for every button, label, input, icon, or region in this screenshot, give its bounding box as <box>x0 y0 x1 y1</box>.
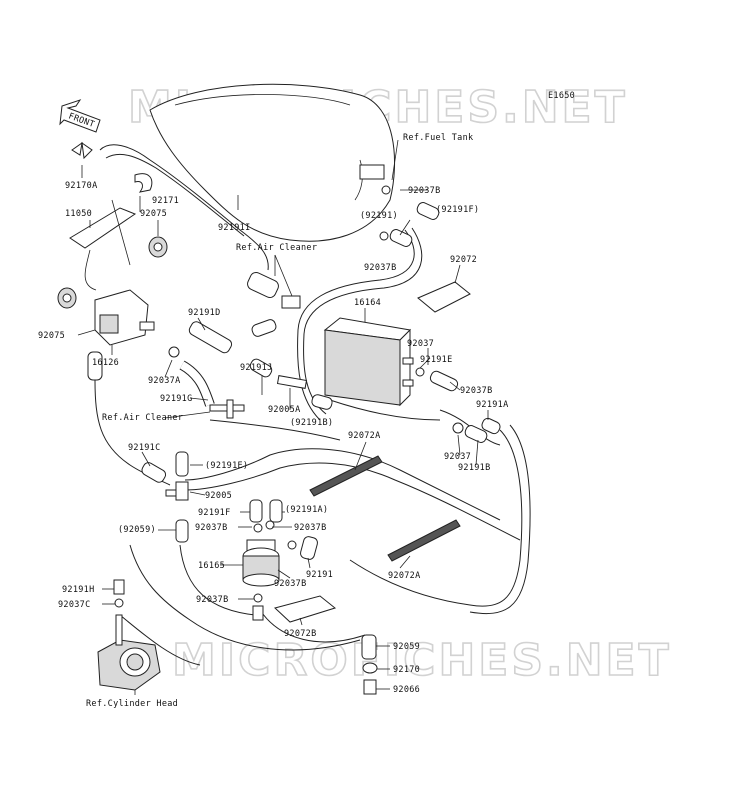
part-92170A: 92170A <box>65 181 98 191</box>
air-cleaner-fittings <box>247 271 301 309</box>
part-92191A-paren: (92191A) <box>285 505 328 515</box>
hose-92191B-paren <box>311 394 333 410</box>
front-arrow-icon: FRONT <box>59 99 101 133</box>
part-16165: 16165 <box>198 561 225 571</box>
canister-16164 <box>323 317 414 407</box>
clamp-92037A <box>168 346 180 358</box>
part-92059-paren: (92059) <box>118 525 156 535</box>
part-92191-paren: (92191) <box>360 211 398 221</box>
clamp-92171 <box>134 173 153 193</box>
part-92037B-top: 92037B <box>408 186 441 196</box>
part-92037B-5: 92037B <box>294 523 327 533</box>
part-92072A-top: 92072A <box>348 431 381 441</box>
hose-92191 <box>287 536 318 560</box>
hose-92191C <box>141 462 167 483</box>
parts-bottom-right <box>361 634 378 695</box>
part-92191D: 92191D <box>188 308 221 318</box>
part-92191: 92191 <box>306 570 333 580</box>
part-92191B-paren: (92191B) <box>290 418 333 428</box>
part-92170: 92170 <box>393 665 420 675</box>
strap-92072A-bottom <box>387 519 461 562</box>
part-92191A: 92191A <box>476 400 509 410</box>
ref-cylinder-head: Ref.Cylinder Head <box>86 699 178 709</box>
part-labels: Ref.Fuel Tank 92170A 92171 92037B (92191… <box>38 133 509 709</box>
part-92191H: 92191H <box>62 585 95 595</box>
part-92191G: 92191G <box>160 394 193 404</box>
ref-air-cleaner-top: Ref.Air Cleaner <box>236 243 317 253</box>
tee-fitting-air-cleaner <box>209 399 245 419</box>
grommet-92075-top <box>148 236 168 258</box>
part-92059: 92059 <box>393 642 420 652</box>
hose-92191J <box>249 319 277 378</box>
hose-92191E <box>175 451 189 477</box>
fitting-92005 <box>165 481 189 501</box>
part-92037C: 92037C <box>58 600 91 610</box>
part-92075-left: 92075 <box>38 331 65 341</box>
fuel-tank-shape <box>149 83 395 242</box>
part-92037B-2: 92037B <box>364 263 397 273</box>
part-92005: 92005 <box>205 491 232 501</box>
part-92191F-paren: (92191F) <box>436 205 479 215</box>
part-92037-b: 92037 <box>444 452 471 462</box>
part-92072A-bottom: 92072A <box>388 571 421 581</box>
part-92191E: 92191E <box>420 355 453 365</box>
part-92191C: 92191C <box>128 443 161 453</box>
diagram-code: E1650 <box>548 91 575 101</box>
cylinder-head-intake <box>97 614 161 691</box>
bracket-92072B <box>273 595 337 623</box>
strap-92072A-top <box>309 455 383 497</box>
part-92037B-4: 92037B <box>195 523 228 533</box>
part-92171: 92171 <box>152 196 179 206</box>
part-92075-top: 92075 <box>140 209 167 219</box>
part-92066: 92066 <box>393 685 420 695</box>
watermark-bottom: MICROFICHES.NET <box>172 635 672 686</box>
clamp-92170A <box>71 141 93 160</box>
part-92037B-7: 92037B <box>196 595 229 605</box>
grommet-92075-left <box>57 287 77 309</box>
part-11050: 11050 <box>65 209 92 219</box>
part-92191F: 92191F <box>198 508 231 518</box>
part-92072B: 92072B <box>284 629 317 639</box>
hose-92191D <box>188 321 233 354</box>
hoses-filter-top <box>249 499 283 533</box>
part-16164: 16164 <box>354 298 381 308</box>
part-92072-top: 92072 <box>450 255 477 265</box>
bracket-11050 <box>69 199 137 291</box>
hose-92191G <box>179 360 215 407</box>
hoses-canister-right <box>415 367 501 443</box>
part-92191B: 92191B <box>458 463 491 473</box>
small-parts-bottom-left <box>113 579 264 621</box>
valve-16126 <box>94 289 155 346</box>
part-92037B-6: 92037B <box>274 579 307 589</box>
hose-left-92191I <box>87 351 103 381</box>
fuel-tank-fittings <box>359 164 440 247</box>
part-16126: 16126 <box>92 358 119 368</box>
ref-fuel-tank: Ref.Fuel Tank <box>403 133 473 143</box>
part-92005A: 92005A <box>268 405 301 415</box>
filter-16165 <box>242 539 280 587</box>
part-92037A: 92037A <box>148 376 181 386</box>
part-92191J: 92191J <box>240 363 273 373</box>
ref-air-cleaner-mid: Ref.Air Cleaner <box>102 413 183 423</box>
bracket-92072 <box>417 281 471 313</box>
part-92191I: 92191I <box>218 223 251 233</box>
hose-92059-left <box>175 519 189 543</box>
part-92191E-paren: (92191E) <box>205 461 248 471</box>
part-92037B-3: 92037B <box>460 386 493 396</box>
fitting-92005A <box>276 375 308 389</box>
part-92037-a: 92037 <box>407 339 434 349</box>
leader-lines <box>77 139 489 695</box>
